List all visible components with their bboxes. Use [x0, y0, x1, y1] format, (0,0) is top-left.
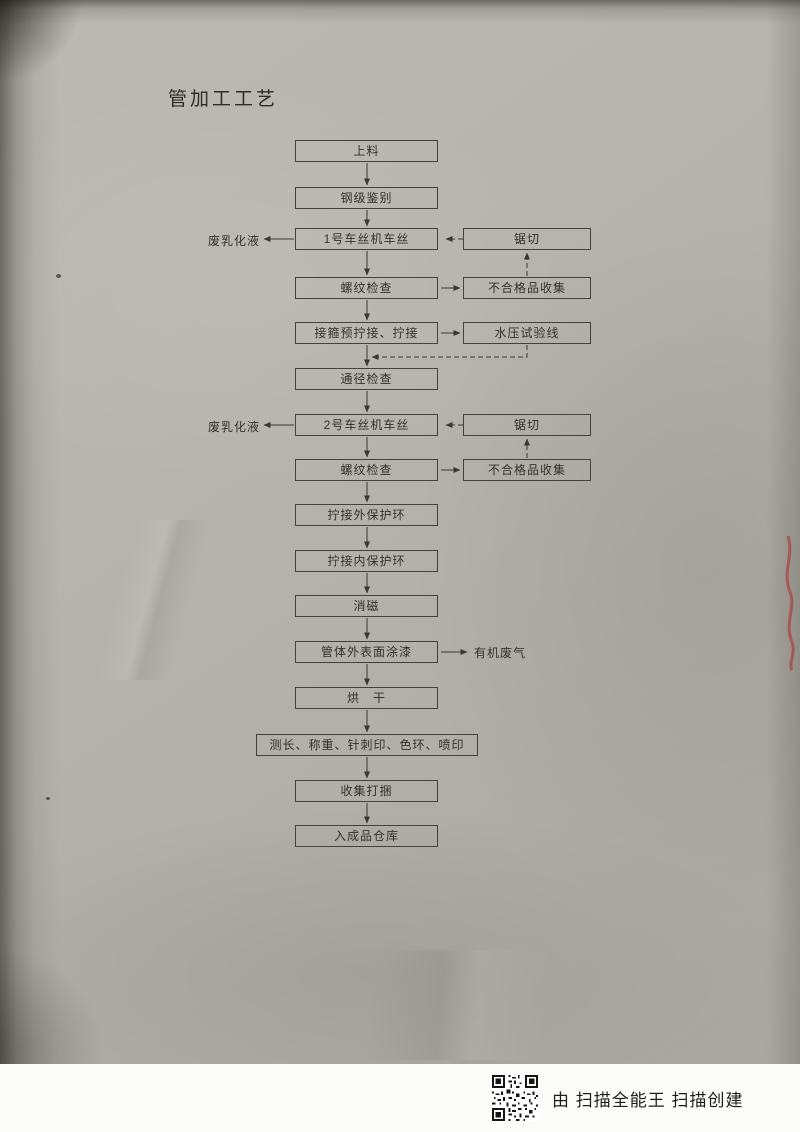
annotation-waste-emulsion-1: 废乳化液 — [207, 234, 260, 248]
flow-side-hydro-test-line: 水压试验线 — [463, 322, 591, 344]
paper-speck — [56, 274, 61, 278]
flow-step-finished-warehouse: 入成品仓库 — [295, 825, 438, 847]
annotation-organic-waste-gas: 有机废气 — [474, 646, 527, 660]
page-title: 管加工工艺 — [168, 89, 279, 110]
flow-side-saw-cut-1: 锯切 — [463, 228, 591, 250]
flow-step-outer-protection-ring: 拧接外保护环 — [295, 504, 438, 526]
flow-step-thread-inspection-1: 螺纹检查 — [295, 277, 438, 299]
flow-step-inner-protection-ring: 拧接内保护环 — [295, 550, 438, 572]
flow-side-reject-collection-1: 不合格品收集 — [463, 277, 591, 299]
flow-step-drying: 烘 干 — [295, 687, 438, 709]
flow-step-surface-painting: 管体外表面涂漆 — [295, 641, 438, 663]
flow-step-measure-weigh-mark: 测长、称重、针刺印、色环、喷印 — [256, 734, 478, 756]
flow-step-drift-inspection: 通径检查 — [295, 368, 438, 390]
flow-step-threading-machine-1: 1号车丝机车丝 — [295, 228, 438, 250]
flow-step-collect-bundle: 收集打捆 — [295, 780, 438, 802]
paper-speck — [46, 797, 50, 800]
flow-step-demagnetization: 消磁 — [295, 595, 438, 617]
scanner-credit-text: 由 扫描全能王 扫描创建 — [552, 1091, 744, 1110]
flow-side-reject-collection-2: 不合格品收集 — [463, 459, 591, 481]
paper-crease — [80, 950, 800, 1060]
flow-side-saw-cut-2: 锯切 — [463, 414, 591, 436]
flow-step-thread-inspection-2: 螺纹检查 — [295, 459, 438, 481]
red-ink-mark — [785, 535, 795, 671]
scanner-footer: 由 扫描全能王 扫描创建 — [0, 1064, 800, 1132]
flow-step-loading: 上料 — [295, 140, 438, 162]
qr-code-icon — [492, 1075, 538, 1121]
annotation-waste-emulsion-2: 废乳化液 — [207, 420, 260, 434]
paper-crease — [0, 520, 300, 680]
flow-step-threading-machine-2: 2号车丝机车丝 — [295, 414, 438, 436]
flow-step-steel-grade-check: 钢级鉴别 — [295, 187, 438, 209]
flow-step-coupling-screwing: 接箍预拧接、拧接 — [295, 322, 438, 344]
